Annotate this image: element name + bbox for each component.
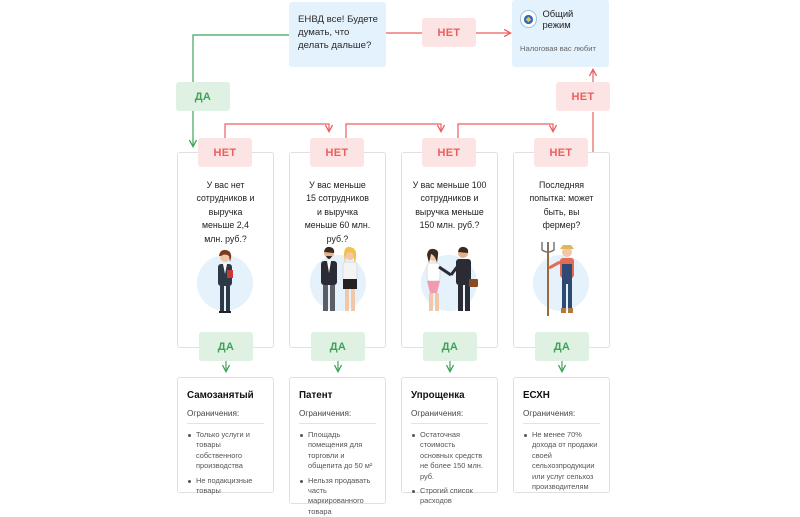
regime-card-eskhn: ЕСХН Ограничения: Не менее 70% дохода от…: [513, 377, 610, 493]
top-yes-pill: ДА: [176, 82, 230, 111]
top-question-box: ЕНВД все! Будете думать, что делать даль…: [289, 2, 386, 67]
top-no-pill: НЕТ: [422, 18, 476, 47]
divider: [299, 423, 376, 424]
question-card: Последняя попытка: может быть, вы фермер…: [513, 152, 610, 348]
question-text: Последняя попытка: может быть, вы фермер…: [529, 180, 594, 231]
right-no-pill: НЕТ: [556, 82, 610, 111]
list-item: Площадь помещения для торговли и общепит…: [299, 430, 376, 472]
divider: [187, 423, 264, 424]
farmer-figure: [541, 242, 574, 316]
no-pill: НЕТ: [534, 138, 588, 167]
question-text: У вас нет сотрудников и выручка меньше 2…: [196, 180, 255, 244]
patent-pair-figure: [321, 246, 358, 311]
regime-title: Самозанятый: [187, 390, 254, 401]
regime-card-simplified: Упрощенка Ограничения: Остаточная стоимо…: [401, 377, 498, 505]
list-item: Строгий список расходов: [411, 486, 488, 507]
no-label: НЕТ: [213, 146, 237, 159]
yes-pill: ДА: [423, 332, 477, 361]
yes-pill: ДА: [311, 332, 365, 361]
list-item: Не менее 70% дохода от продажи своей сел…: [523, 430, 600, 492]
connector-lines: [0, 0, 800, 504]
simplified-handshake-figure: [426, 246, 478, 311]
regime-subtitle: Ограничения:: [299, 409, 352, 418]
right-no-label: НЕТ: [571, 90, 595, 103]
yes-label: ДА: [553, 340, 571, 353]
yes-pill: ДА: [535, 332, 589, 361]
yes-label: ДА: [217, 340, 235, 353]
self-employed-woman-figure: [218, 249, 233, 313]
regime-title: Патент: [299, 390, 333, 401]
yes-label: ДА: [329, 340, 347, 353]
general-regime-box: Общий режим Налоговая вас любит: [512, 0, 609, 67]
top-no-label: НЕТ: [437, 26, 461, 39]
list-item: Остаточная стоимость основных средств не…: [411, 430, 488, 482]
no-label: НЕТ: [437, 146, 461, 159]
regime-title: ЕСХН: [523, 390, 550, 401]
no-label: НЕТ: [325, 146, 349, 159]
divider: [411, 423, 488, 424]
divider: [523, 423, 600, 424]
no-pill: НЕТ: [310, 138, 364, 167]
list-item: Только услуги и товары собственного прои…: [187, 430, 264, 472]
list-item: Не подакцизные товары: [187, 476, 264, 497]
no-pill: НЕТ: [422, 138, 476, 167]
regime-card-self-employed: Самозанятый Ограничения: Только услуги и…: [177, 377, 274, 495]
no-pill: НЕТ: [198, 138, 252, 167]
regime-subtitle: Ограничения:: [411, 409, 464, 418]
yes-pill: ДА: [199, 332, 253, 361]
top-yes-label: ДА: [194, 90, 212, 103]
question-card: У вас меньше 15 сотрудников и выручка ме…: [289, 152, 386, 348]
top-question-text: ЕНВД все! Будете думать, что делать даль…: [298, 14, 378, 52]
general-regime-subtitle: Налоговая вас любит: [520, 44, 596, 53]
regime-subtitle: Ограничения:: [187, 409, 240, 418]
question-text: У вас меньше 15 сотрудников и выручка ме…: [304, 180, 371, 244]
no-label: НЕТ: [549, 146, 573, 159]
question-text: У вас меньше 100 сотрудников и выручка м…: [412, 180, 487, 231]
general-regime-title: Общий режим: [542, 8, 574, 30]
tax-service-emblem-icon: [520, 10, 538, 28]
yes-label: ДА: [441, 340, 459, 353]
list-item: Нельзя продавать часть маркированного то…: [299, 476, 376, 517]
regime-card-patent: Патент Ограничения: Площадь помещения дл…: [289, 377, 386, 516]
regime-subtitle: Ограничения:: [523, 409, 576, 418]
regime-title: Упрощенка: [411, 390, 465, 401]
